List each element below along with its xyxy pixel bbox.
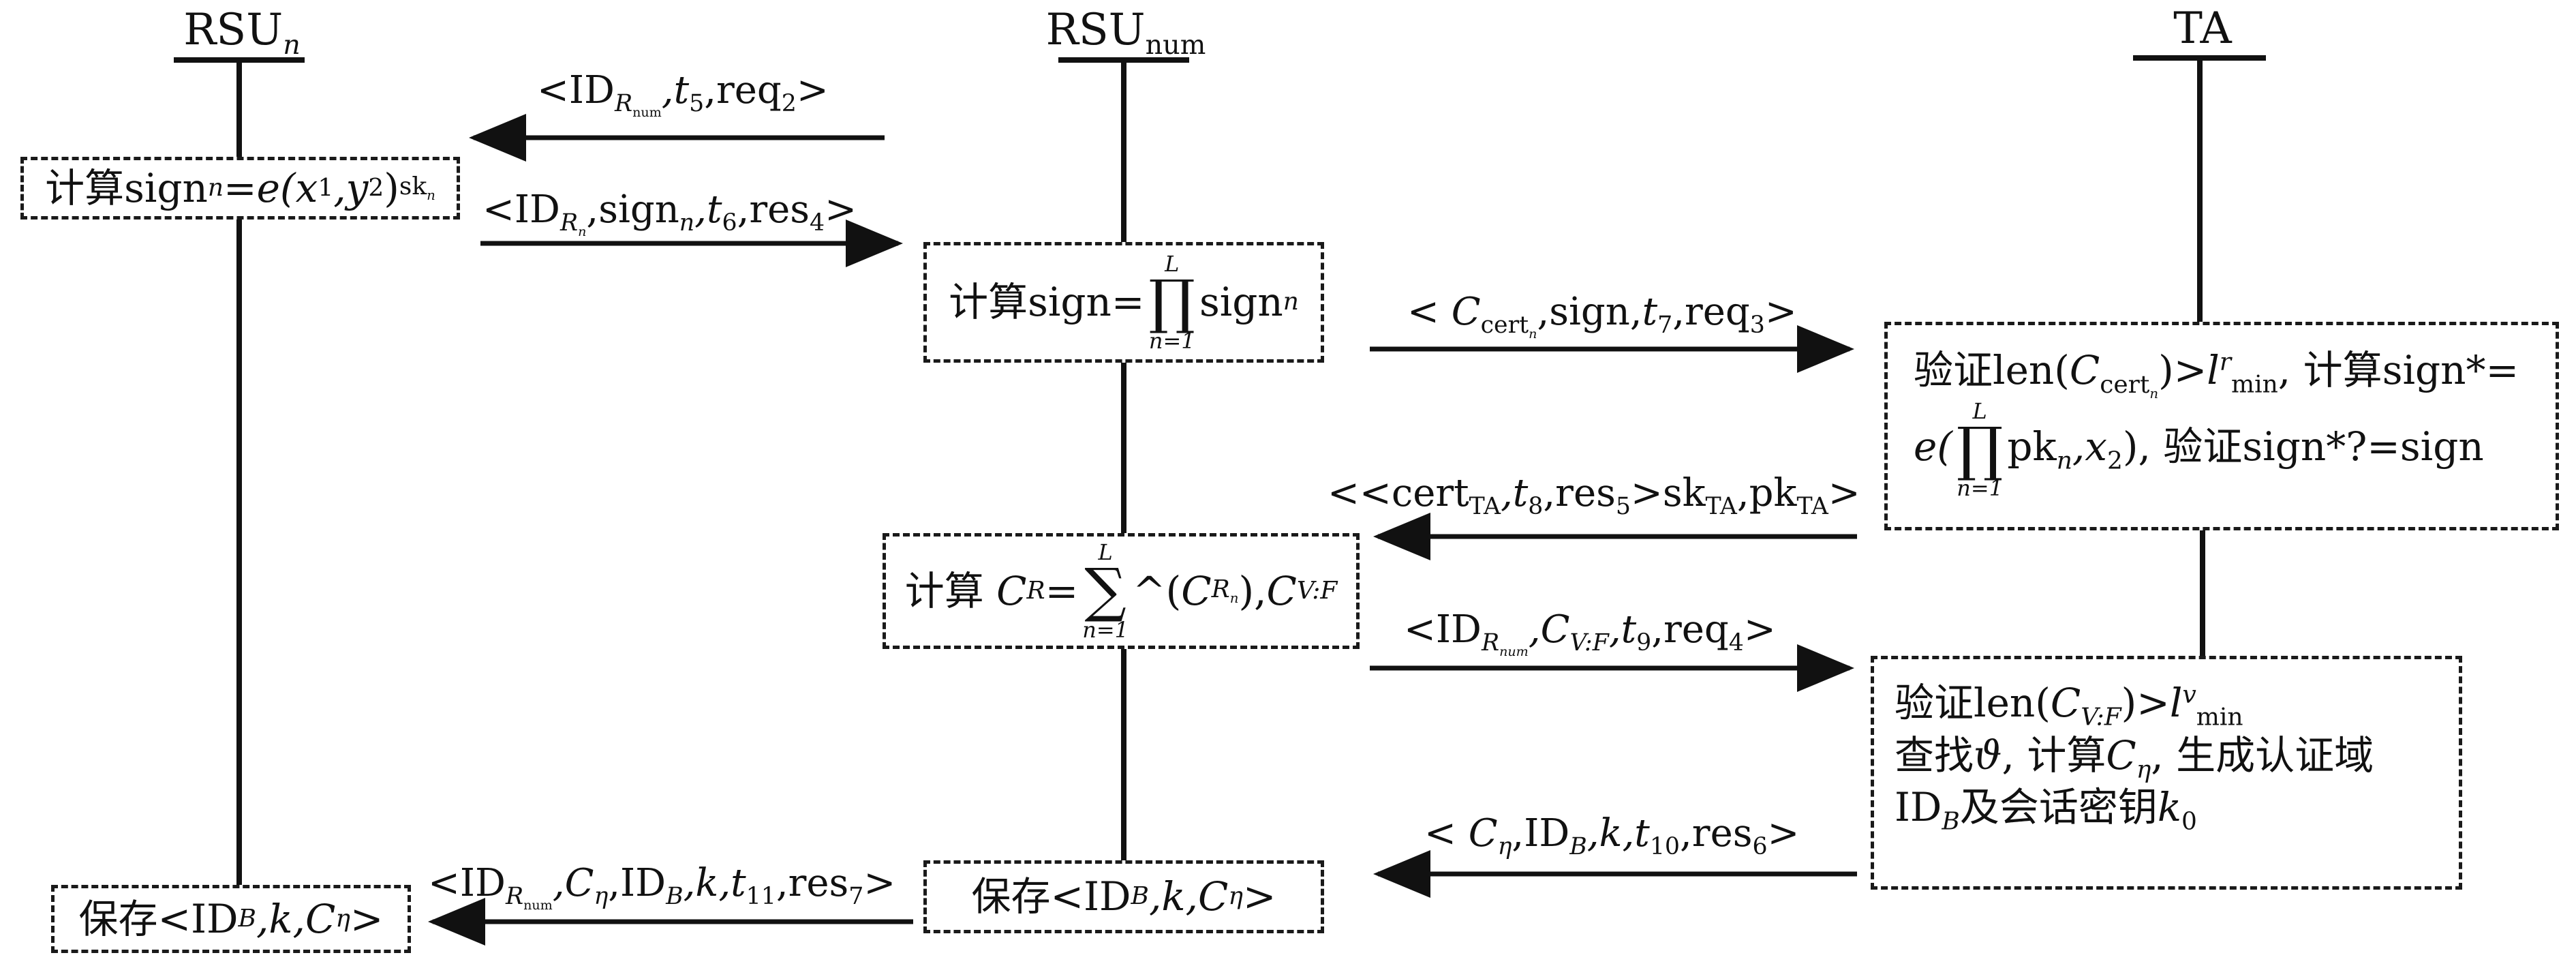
box5-line3: IDB及会话密钥k0 — [1895, 784, 2197, 836]
entity-ta: TA — [2173, 3, 2232, 54]
box-ta-verify-cvf: 验证len(CV:F)>lvmin 查找ϑ, 计算Cη, 生成认证域 IDB及会… — [1871, 656, 2462, 890]
message-m4-label: <<certTA,t8,res5>skTA,pkTA> — [1328, 471, 1860, 521]
product-operator: L∏n=1 — [1956, 397, 2004, 502]
message-m3-label: < Ccertn,sign,t7,req3> — [1407, 290, 1797, 342]
entity-rsu-n: RSUn — [183, 5, 301, 61]
box5-line1: 验证len(CV:F)>lvmin — [1895, 680, 2243, 731]
box5-line2: 查找ϑ, 计算Cη, 生成认证域 — [1895, 731, 2374, 784]
sum-operator: L∑n=1 — [1082, 539, 1129, 643]
box3-line1: 验证len(Ccertn)>lrmin, 计算sign*= — [1914, 347, 2519, 402]
message-m5-label: <IDRnum,CV:F,t9,req4> — [1404, 607, 1776, 660]
message-m7-label: <IDRnum,Cη,IDB,k,t11,res7> — [428, 861, 896, 914]
product-operator: L∏n=1 — [1148, 250, 1195, 354]
message-m6-label: < Cη,IDB,k,t10,res6> — [1424, 811, 1800, 861]
message-m1-label: <IDRnum,t5,req2> — [537, 68, 829, 121]
message-m2-label: <IDRn,signn,t6,res4> — [482, 187, 857, 240]
entity-rsu-num: RSUnum — [1045, 5, 1206, 61]
